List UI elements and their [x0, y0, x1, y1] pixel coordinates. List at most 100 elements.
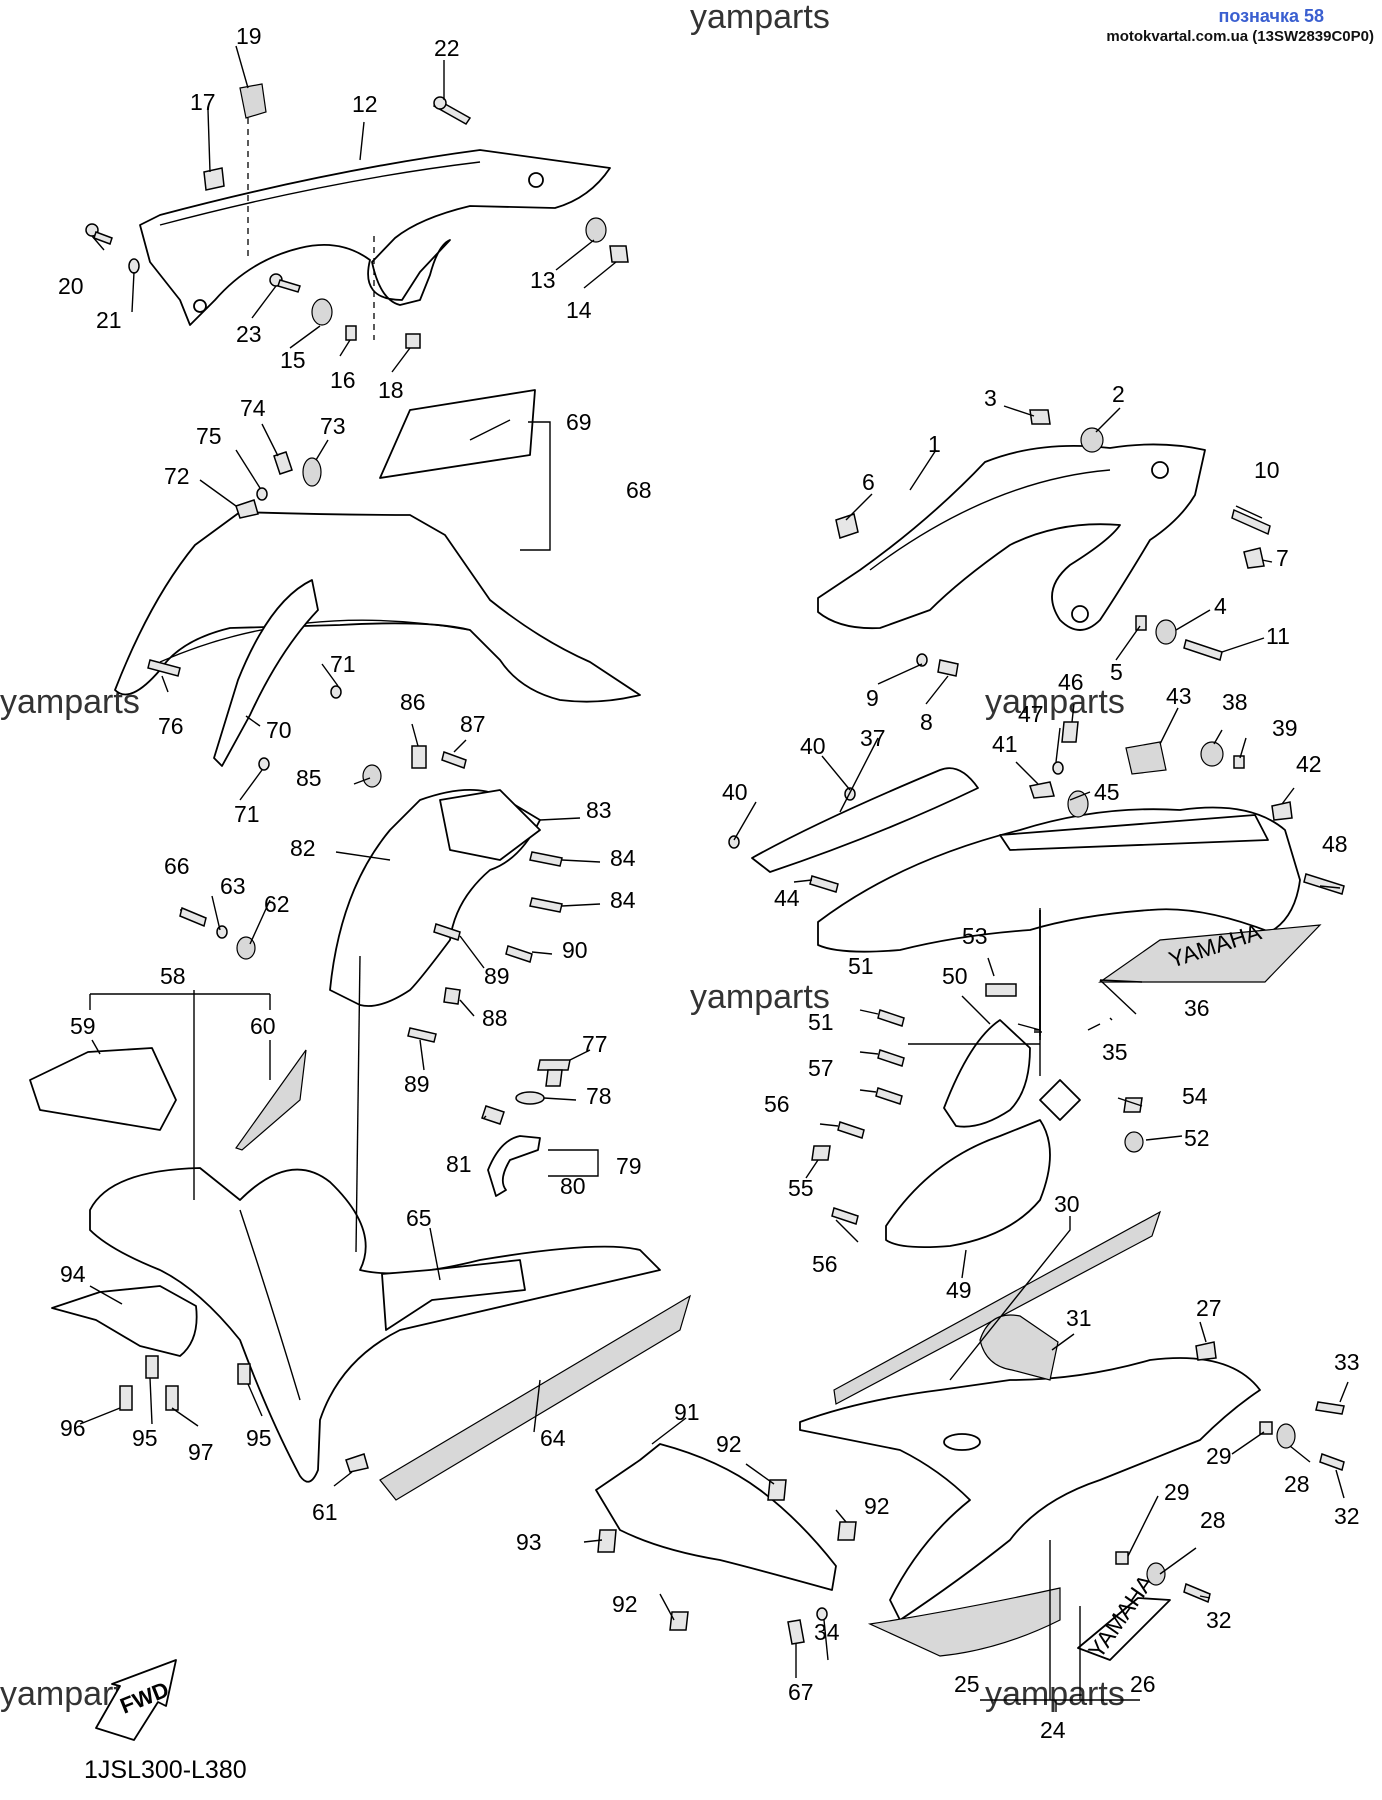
callout-51: 51: [848, 953, 874, 979]
callout-57: 57: [808, 1055, 834, 1081]
callout-24: 24: [1040, 1717, 1066, 1743]
part-27-nut: [1195, 1341, 1217, 1361]
callout-73: 73: [320, 413, 346, 439]
part-7-screw: [1243, 547, 1265, 569]
callout-35: 35: [1102, 1039, 1128, 1065]
part-10-screw: [1231, 508, 1271, 536]
part-93-rivet: [597, 1529, 617, 1553]
part-67-screw: [787, 1619, 805, 1645]
callout-14: 14: [566, 297, 592, 323]
callout-95: 95: [132, 1425, 158, 1451]
part-78-clip: [515, 1091, 545, 1105]
callout-94: 94: [60, 1261, 86, 1287]
part-19-clip: [239, 83, 267, 119]
part-95-rivet: [145, 1355, 251, 1385]
callout-97: 97: [188, 1439, 214, 1465]
callout-9: 9: [866, 685, 879, 711]
callout-8: 8: [920, 709, 933, 735]
part-29-collar: [1115, 1421, 1273, 1565]
leader-lines: [79, 45, 1349, 1712]
part-73-grommet: [302, 457, 322, 487]
part-65-duct: [381, 1259, 526, 1331]
part-3-screw: [1029, 409, 1051, 425]
callout-25: 25: [954, 1671, 980, 1697]
callout-5: 5: [1110, 659, 1123, 685]
callout-39: 39: [1272, 715, 1298, 741]
callout-18: 18: [378, 377, 404, 403]
part-37-trim: [751, 767, 979, 873]
part-90-screw: [505, 945, 533, 963]
callout-92: 92: [864, 1493, 890, 1519]
part-89-screw: [407, 923, 461, 1043]
callout-28: 28: [1200, 1507, 1226, 1533]
part-86-collar: [411, 745, 427, 769]
callout-87: 87: [460, 711, 486, 737]
callout-78: 78: [586, 1083, 612, 1109]
callout-12: 12: [352, 91, 378, 117]
callout-71: 71: [330, 651, 356, 677]
part-38-grommet: [1200, 741, 1224, 767]
callout-77: 77: [582, 1031, 608, 1057]
part-96-rivet: [119, 1385, 133, 1411]
part-79-bracket: [487, 1135, 541, 1197]
part-12-side-cover: [139, 149, 611, 326]
part-57-screw: [875, 1087, 903, 1105]
part-24-lower-cowl: [799, 1357, 1261, 1621]
source-label: motokvartal.com.ua (13SW2839C0P0): [1106, 28, 1374, 45]
callout-81: 81: [446, 1151, 472, 1177]
part-59-decal: [29, 1047, 177, 1131]
callout-70: 70: [266, 717, 292, 743]
part-13-grommet: [585, 217, 607, 243]
part-66-screw: [179, 906, 207, 928]
part-22-bolt: [432, 96, 472, 125]
part-76-screw: [147, 659, 181, 677]
callout-22: 22: [434, 35, 460, 61]
callout-21: 21: [96, 307, 122, 333]
callout-37: 37: [860, 725, 886, 751]
callout-3: 3: [984, 385, 997, 411]
part-44-screw: [809, 875, 839, 893]
part-39-collar: [1233, 755, 1245, 769]
callout-88: 88: [482, 1005, 508, 1031]
part-49-duct: [885, 1119, 1051, 1249]
watermark: yamparts: [985, 683, 1125, 721]
part-69-decal: [379, 389, 536, 479]
part-84-screw: [529, 851, 563, 913]
callout-95: 95: [246, 1425, 272, 1451]
callout-50: 50: [942, 963, 968, 989]
part-40-washer: [728, 787, 856, 849]
callout-16: 16: [330, 367, 356, 393]
part-31-duct: [979, 1314, 1059, 1381]
part-14-screw: [609, 245, 629, 263]
callout-7: 7: [1276, 545, 1289, 571]
part-30-trim: [833, 1210, 1162, 1405]
part-46-screw: [1061, 721, 1079, 743]
callout-4: 4: [1214, 593, 1227, 619]
part-55-rivet: [811, 1145, 831, 1161]
part-51-screw: [877, 1009, 905, 1067]
part-9-washer: [916, 653, 928, 667]
part-74-screw: [273, 451, 293, 475]
callout-58: 58: [160, 963, 186, 989]
part-94-panel: [51, 1285, 198, 1357]
callout-72: 72: [164, 463, 190, 489]
part-42-nut: [1271, 801, 1293, 821]
part-72-nut: [235, 499, 259, 519]
part-43-clip: [1125, 741, 1167, 775]
part-28-grommet: [1146, 1423, 1296, 1586]
badge-label: позначка 58: [1218, 6, 1324, 26]
callout-80: 80: [560, 1173, 586, 1199]
part-4-grommet: [1155, 619, 1177, 645]
diagram-code: 1JSL300-L380: [84, 1756, 247, 1784]
callout-29: 29: [1164, 1479, 1190, 1505]
callout-61: 61: [312, 1499, 338, 1525]
callout-49: 49: [946, 1277, 972, 1303]
callout-1: 1: [928, 431, 941, 457]
callout-74: 74: [240, 395, 266, 421]
callout-26: 26: [1130, 1671, 1156, 1697]
callout-65: 65: [406, 1205, 432, 1231]
callout-6: 6: [862, 469, 875, 495]
part-48-screw: [1303, 873, 1345, 895]
part-45-grommet: [1067, 790, 1089, 818]
